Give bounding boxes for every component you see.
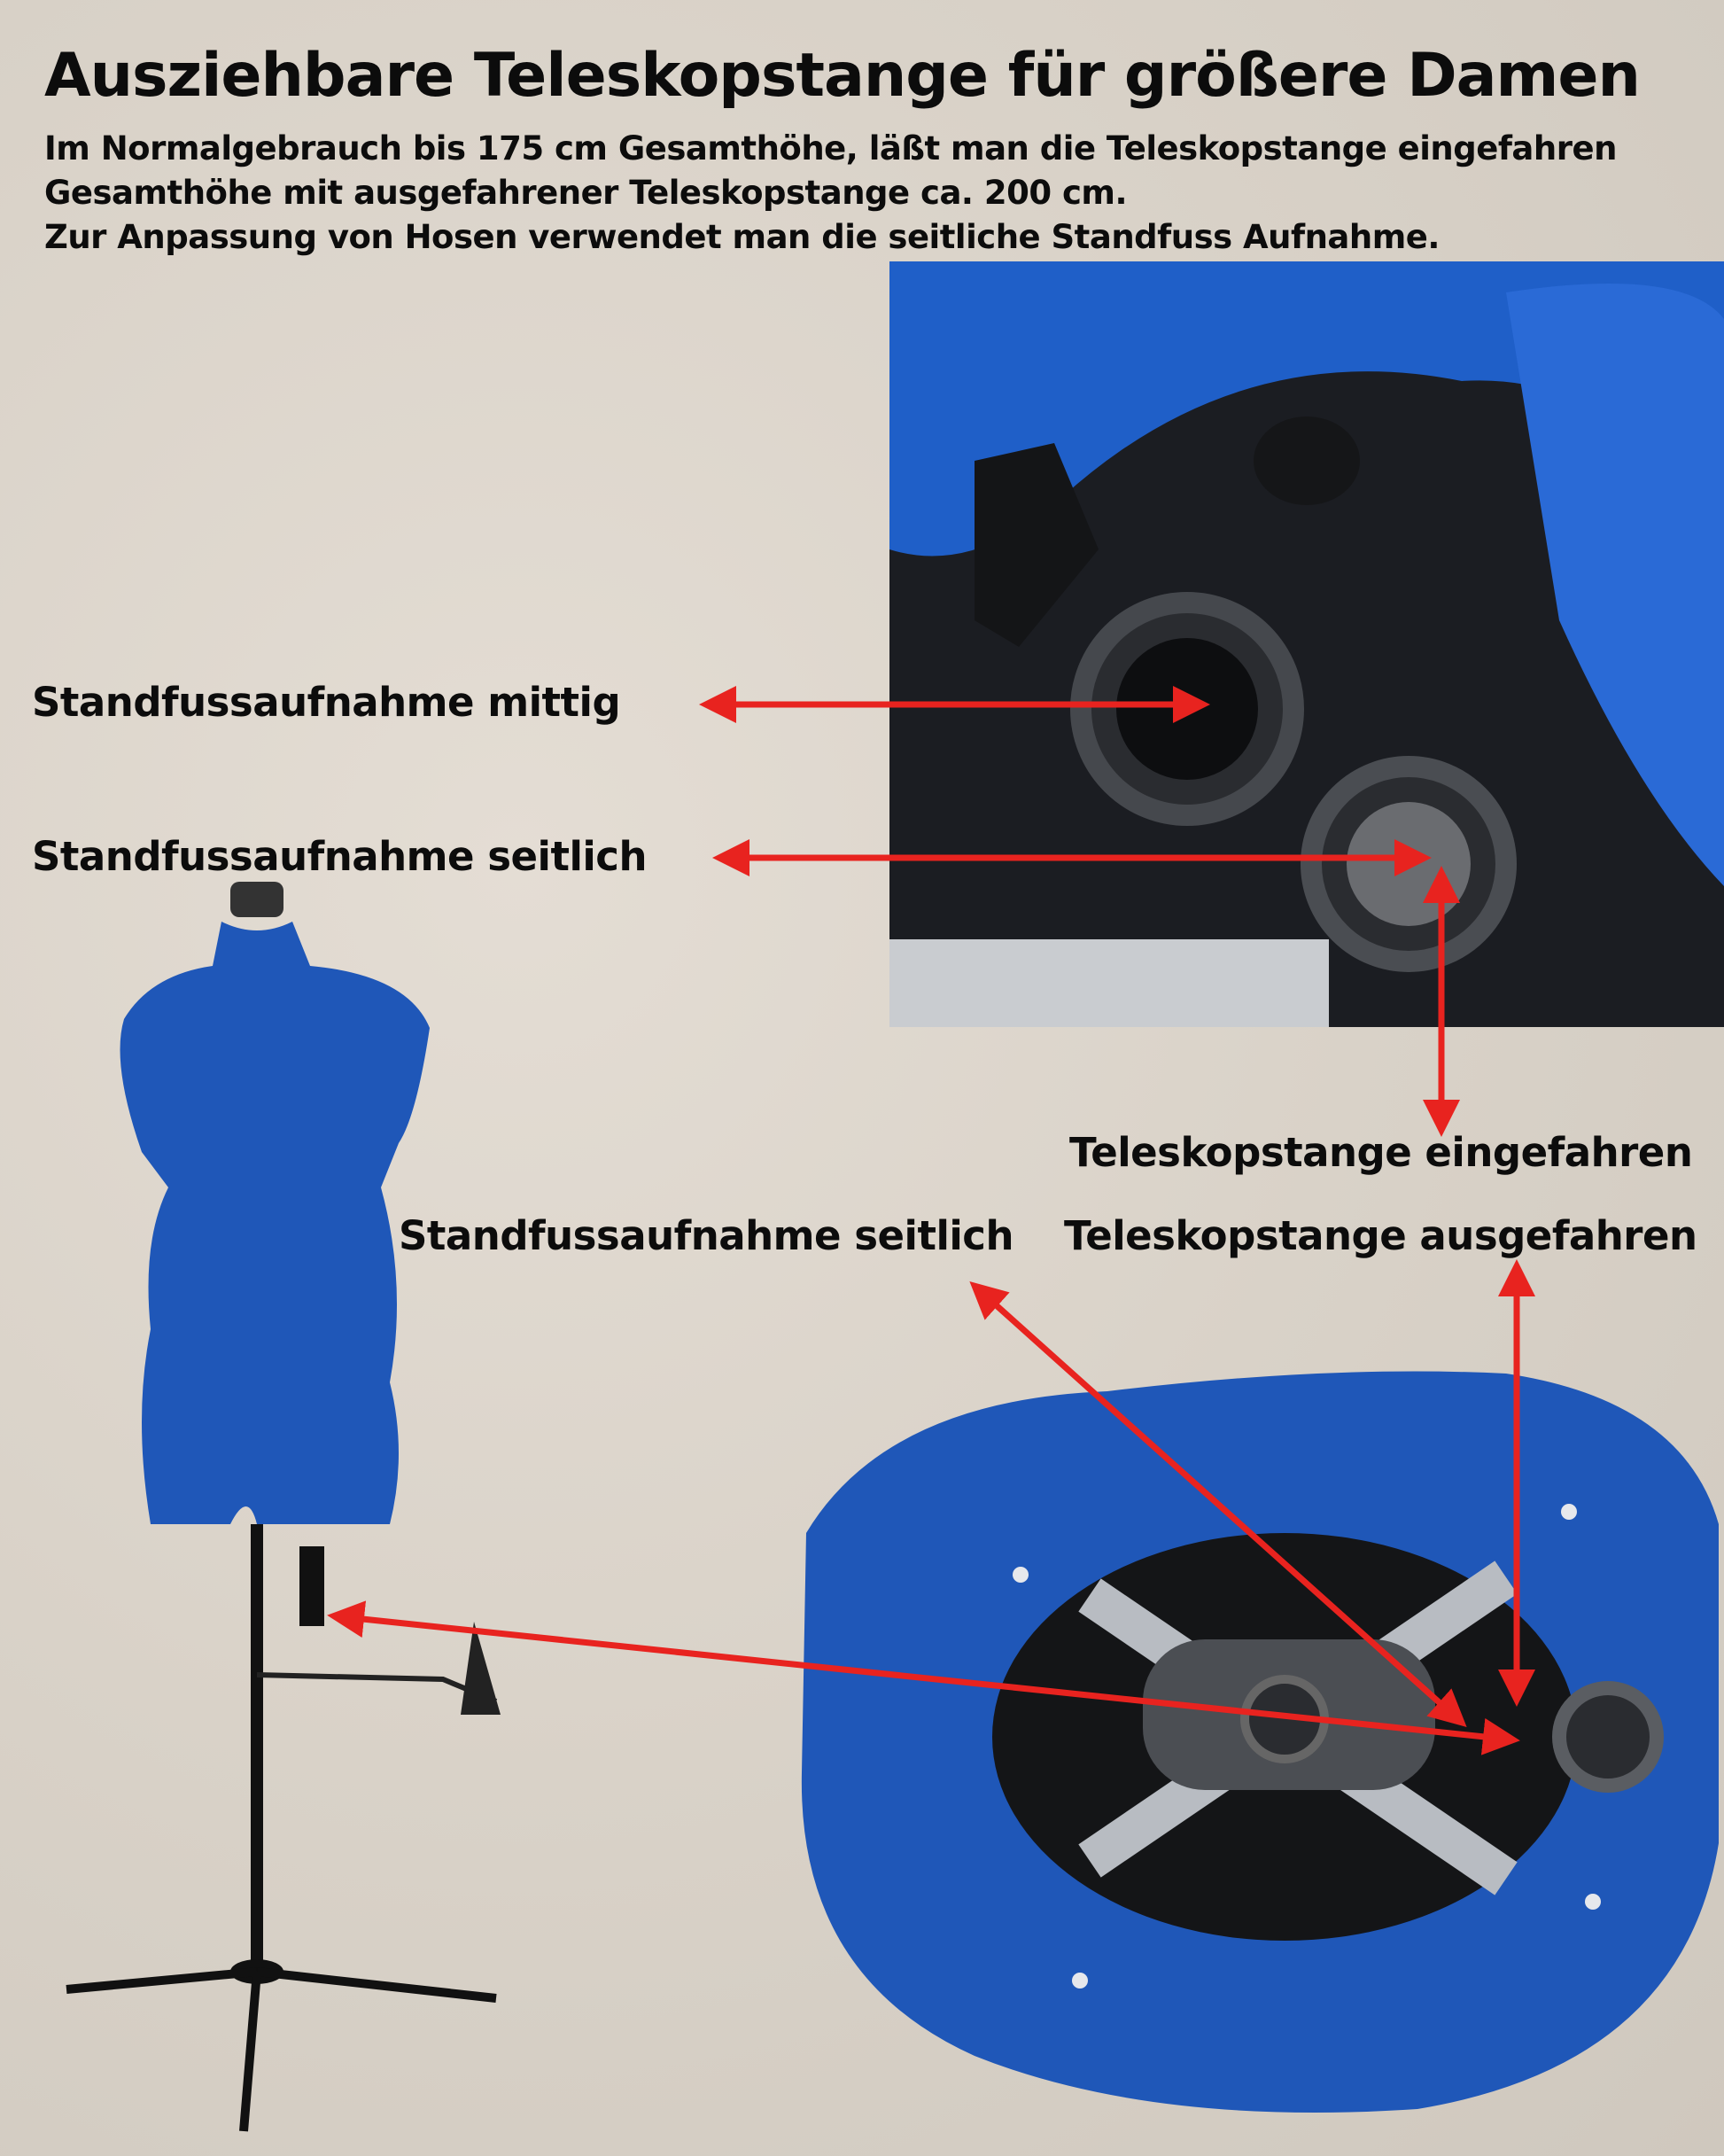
subtitle-line-1: Im Normalgebrauch bis 175 cm Gesamthöhe,… <box>44 129 1617 167</box>
label-tele-extended: Teleskopstange ausgefahren <box>1064 1212 1697 1259</box>
label-tele-retracted: Teleskopstange eingefahren <box>1069 1129 1693 1176</box>
arrow-side-mount-link <box>327 1600 1520 1755</box>
label-mount-center: Standfussaufnahme mittig <box>32 679 621 726</box>
page-title: Ausziehbare Teleskopstange für größere D… <box>44 41 1641 111</box>
subtitle-line-2: Gesamthöhe mit ausgefahrener Teleskopsta… <box>44 174 1128 212</box>
mannequin-photo <box>66 882 501 2132</box>
torso-underside-photo <box>801 1371 1719 2113</box>
label-mount-side: Standfussaufnahme seitlich <box>32 833 648 880</box>
label-mount-side-bottom: Standfussaufnahme seitlich <box>399 1212 1014 1259</box>
subtitle-line-3: Zur Anpassung von Hosen verwendet man di… <box>44 218 1440 256</box>
closeup-photo-mounts <box>889 261 1724 1027</box>
